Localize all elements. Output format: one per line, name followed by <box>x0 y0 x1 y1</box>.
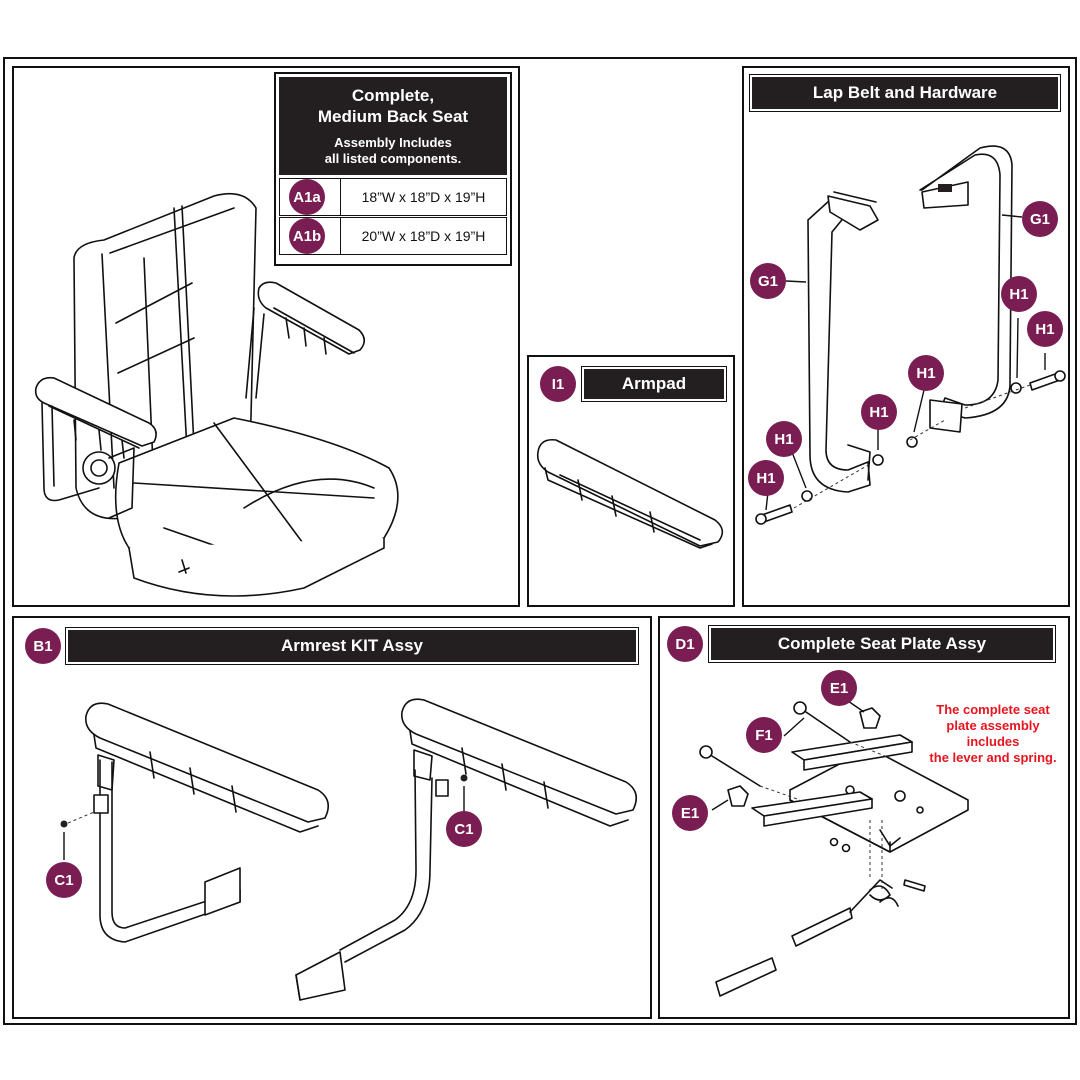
outer-frame <box>3 57 1077 1025</box>
seat-plate-title: Complete Seat Plate Assy <box>708 625 1056 663</box>
part-badge-c1-left: C1 <box>46 862 82 898</box>
part-badge-h1: H1 <box>1001 276 1037 312</box>
seat-size-a1b: 20”W x 18”D x 19”H <box>340 218 506 254</box>
armrest-kit-title: Armrest KIT Assy <box>65 627 639 665</box>
part-badge-e1-top: E1 <box>821 670 857 706</box>
lap-belt-panel <box>742 66 1070 607</box>
medium-back-seat-drawing <box>34 192 399 597</box>
part-badge-c1-right: C1 <box>446 811 482 847</box>
seat-plate-note-line: plate assembly <box>946 718 1040 733</box>
seat-table-header: Complete, Medium Back Seat Assembly Incl… <box>279 77 507 175</box>
seat-plate-note-line: the lever and spring. <box>929 750 1057 765</box>
part-badge-e1-left: E1 <box>672 795 708 831</box>
seat-table-row: A1b 20”W x 18”D x 19”H <box>279 217 507 255</box>
seat-plate-note: The complete seat plate assembly include… <box>918 702 1068 766</box>
part-badge-a1b: A1b <box>289 218 325 254</box>
part-badge-h1: H1 <box>1027 311 1063 347</box>
part-badge-h1: H1 <box>861 394 897 430</box>
seat-table-subtitle-1: Assembly Includes <box>334 135 452 150</box>
part-badge-g1-right: G1 <box>1022 201 1058 237</box>
armpad-title: Armpad <box>581 366 727 402</box>
seat-plate-note-line: includes <box>966 734 1020 749</box>
part-badge-i1: I1 <box>540 366 576 402</box>
seat-size-table: Complete, Medium Back Seat Assembly Incl… <box>274 72 512 266</box>
part-badge-h1: H1 <box>908 355 944 391</box>
seat-table-title-1: Complete, <box>351 86 435 105</box>
part-badge-h1: H1 <box>748 460 784 496</box>
part-badge-f1: F1 <box>746 717 782 753</box>
part-badge-h1: H1 <box>766 421 802 457</box>
seat-table-subtitle-2: all listed components. <box>324 151 462 166</box>
part-badge-d1: D1 <box>667 626 703 662</box>
part-badge-b1: B1 <box>25 628 61 664</box>
part-badge-a1a: A1a <box>289 179 325 215</box>
seat-plate-note-line: The complete seat <box>936 702 1050 717</box>
seat-table-title-2: Medium Back Seat <box>317 107 469 126</box>
seat-panel <box>12 66 520 607</box>
armrest-kit-panel <box>12 616 652 1019</box>
lap-belt-title: Lap Belt and Hardware <box>749 74 1061 112</box>
seat-size-a1a: 18”W x 18”D x 19”H <box>340 179 506 215</box>
seat-table-row: A1a 18”W x 18”D x 19”H <box>279 178 507 216</box>
part-badge-g1-left: G1 <box>750 263 786 299</box>
